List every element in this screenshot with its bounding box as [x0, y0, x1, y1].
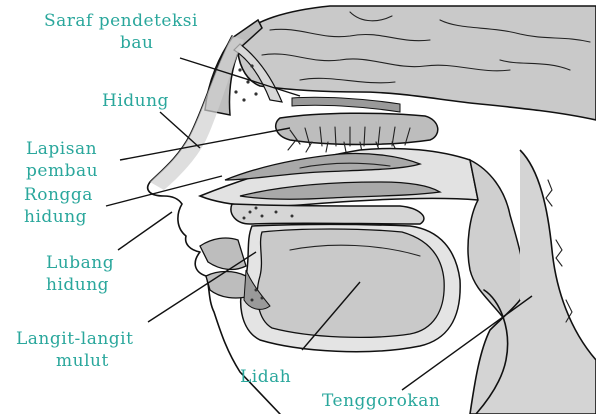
label-rongga-2: hidung: [24, 207, 87, 227]
label-langit-2: mulut: [56, 351, 109, 371]
label-rongga-1: Rongga: [24, 185, 93, 205]
label-lubang-1: Lubang: [46, 253, 114, 273]
label-tenggorokan: Tenggorokan: [322, 391, 440, 411]
nasal-cavity: [200, 148, 478, 206]
label-lapisan-1: Lapisan: [26, 139, 97, 159]
label-saraf-2: bau: [120, 33, 153, 53]
leader-lubang: [118, 212, 172, 250]
label-lapisan-2: pembau: [26, 161, 98, 181]
hard-palate: [231, 204, 424, 224]
olfactory-bulb: [276, 97, 438, 152]
oral-cavity: [241, 225, 460, 352]
pharynx: [468, 150, 596, 414]
label-lidah: Lidah: [240, 367, 291, 387]
label-saraf-1: Saraf pendeteksi: [44, 11, 198, 31]
label-lubang-2: hidung: [46, 275, 109, 295]
brain: [238, 6, 596, 120]
label-langit-1: Langit-langit: [16, 329, 133, 349]
label-hidung: Hidung: [102, 91, 169, 111]
